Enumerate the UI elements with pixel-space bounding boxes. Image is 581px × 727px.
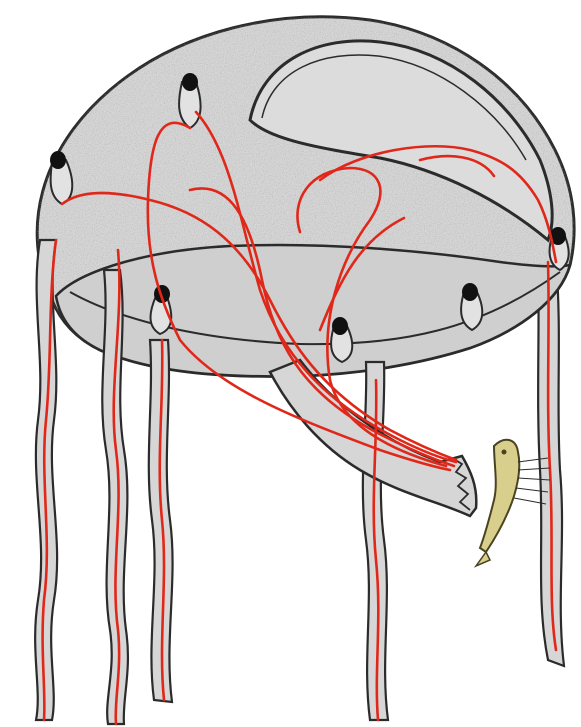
tentacle-1 <box>35 240 57 720</box>
rhopalium-top <box>179 73 201 128</box>
fish-eye <box>502 450 507 455</box>
fish-body <box>480 440 519 552</box>
prey-fish <box>476 440 519 566</box>
fish-tail <box>476 552 490 566</box>
